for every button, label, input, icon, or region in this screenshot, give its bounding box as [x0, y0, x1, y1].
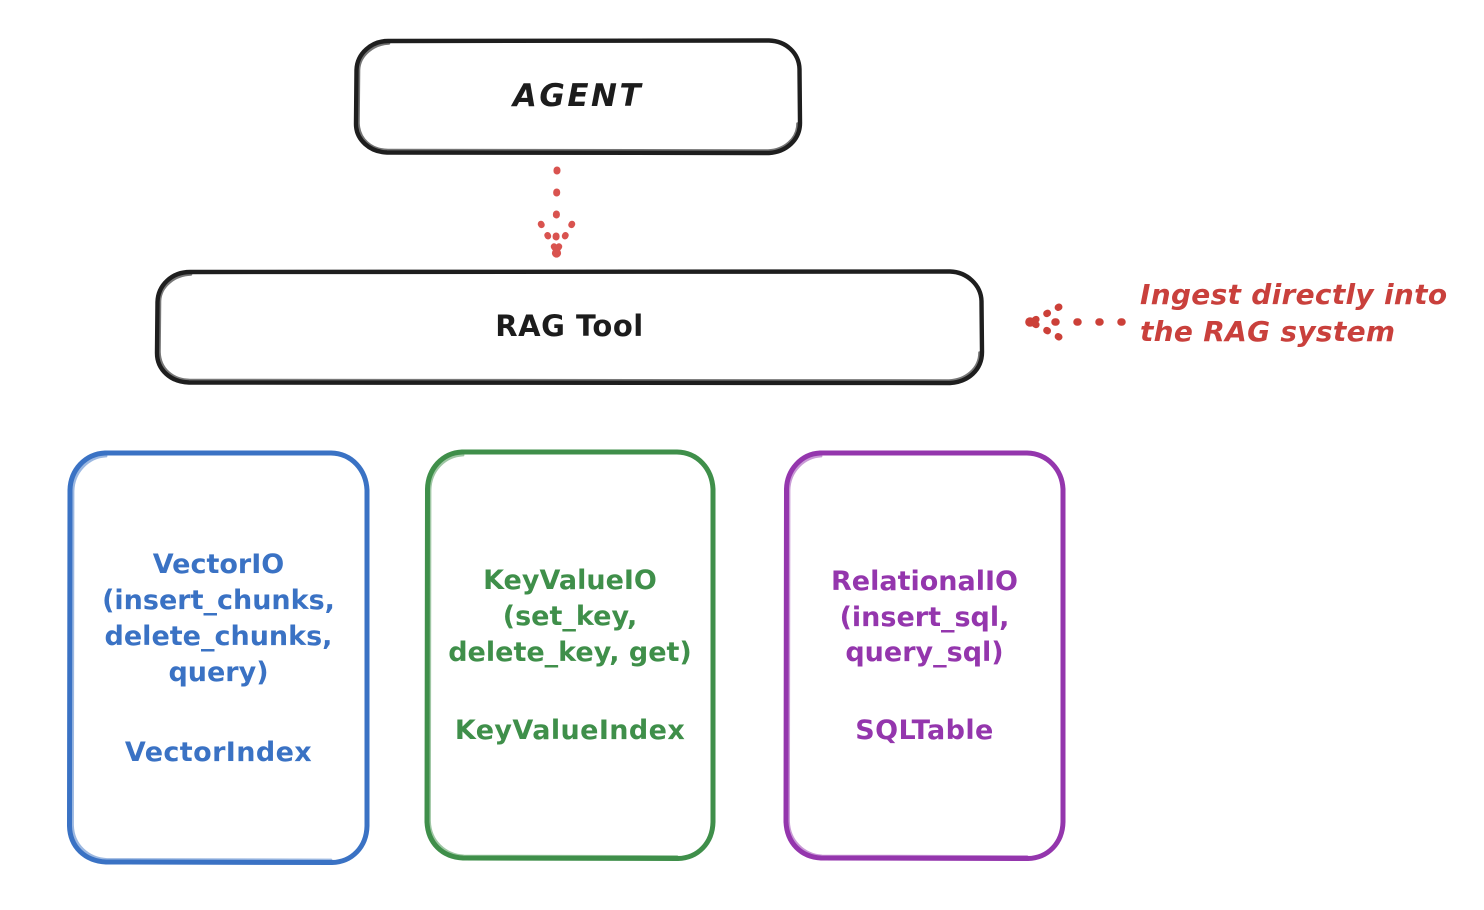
- rag-tool-node[interactable]: RAG Tool: [157, 271, 982, 383]
- key-value-io-index-label: KeyValueIndex: [454, 714, 686, 746]
- relational-io-index-label: SQLTable: [855, 715, 994, 747]
- vector-io-index-label: VectorIndex: [124, 736, 313, 768]
- relational-io-node[interactable]: RelationalIO (insert_sql, query_sql) SQL…: [786, 452, 1063, 858]
- rag-tool-box-outline: [154, 269, 985, 386]
- relational-io-box-outline: [783, 450, 1066, 861]
- agent-label: AGENT: [512, 77, 644, 114]
- agent-node[interactable]: AGENT: [356, 40, 800, 153]
- relational-io-api-label: RelationalIO (insert_sql, query_sql): [831, 565, 1018, 669]
- key-value-io-node[interactable]: KeyValueIO (set_key, delete_key, get) Ke…: [427, 451, 713, 858]
- ingest-annotation-text: Ingest directly into the RAG system: [1140, 278, 1448, 349]
- vector-io-box-outline: [67, 450, 370, 865]
- ingest-to-rag-arrow: [1025, 303, 1126, 341]
- rag-tool-label: RAG Tool: [495, 309, 644, 344]
- key-value-io-box-outline: [424, 449, 716, 861]
- vector-io-node[interactable]: VectorIO (insert_chunks, delete_chunks, …: [70, 452, 367, 863]
- agent-box-outline: [353, 38, 803, 156]
- vector-io-api-label: VectorIO (insert_chunks, delete_chunks, …: [102, 549, 335, 688]
- agent-to-rag-arrow: [537, 166, 576, 258]
- ingest-annotation: Ingest directly into the RAG system: [1140, 276, 1470, 350]
- key-value-io-api-label: KeyValueIO (set_key, delete_key, get): [448, 565, 692, 668]
